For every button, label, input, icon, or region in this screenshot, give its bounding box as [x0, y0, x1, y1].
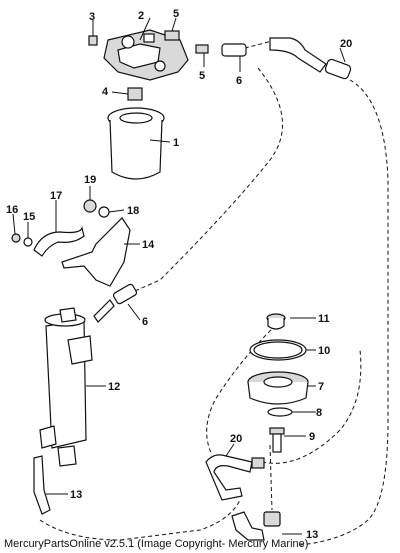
fitting-part-9	[269, 427, 306, 453]
callout-13-right: 13	[306, 529, 318, 541]
callout-17: 17	[50, 190, 62, 202]
hose-fitting-part-6-upper	[221, 43, 247, 72]
filter-bracket-part	[103, 17, 189, 81]
callout-6-middle: 6	[142, 316, 148, 328]
adapter-part-4	[111, 87, 143, 101]
hose-part-20-upper	[269, 37, 352, 80]
callout-15: 15	[23, 211, 35, 223]
nut-part-3	[88, 20, 98, 46]
fitting-part-5-upper	[164, 17, 180, 41]
seal-ring-part-10	[249, 339, 316, 361]
callout-10: 10	[318, 345, 330, 357]
callout-12: 12	[108, 381, 120, 393]
callout-8: 8	[316, 407, 322, 419]
callout-14: 14	[142, 239, 155, 251]
hose-part-13-left	[33, 455, 68, 515]
callout-6-upper: 6	[236, 75, 242, 87]
washer-part-18	[98, 206, 125, 218]
callout-9: 9	[309, 431, 315, 443]
callout-2: 2	[138, 10, 144, 22]
bracket-part-14	[61, 217, 140, 287]
o-ring-part-8	[267, 407, 316, 417]
callout-7: 7	[318, 381, 324, 393]
copyright-caption: MercuryPartsOnline v2.5.1 (Image Copyrig…	[4, 538, 309, 550]
housing-part-7	[247, 371, 316, 405]
cooler-part-12	[39, 307, 106, 467]
callout-5-upper: 5	[173, 8, 179, 20]
nut-part-19	[83, 186, 97, 213]
fitting-part-5-lower	[195, 44, 209, 67]
hose-part-20-lower	[205, 443, 265, 501]
callout-20-lower: 20	[230, 433, 242, 445]
hose-fitting-part-6-middle	[93, 283, 141, 323]
callout-20-upper: 20	[340, 38, 352, 50]
callout-4: 4	[102, 86, 109, 98]
cap-part-11	[266, 313, 316, 330]
callout-11: 11	[318, 313, 330, 325]
callout-16: 16	[6, 204, 18, 216]
callout-1: 1	[173, 137, 179, 149]
callout-18: 18	[127, 205, 139, 217]
washer-part-15	[23, 222, 33, 247]
fuel-filter-part-1	[107, 107, 171, 180]
clamp-part-17	[33, 200, 85, 257]
callout-5-lower: 5	[199, 70, 205, 82]
hose-part-13-right	[231, 511, 302, 541]
callout-3: 3	[89, 11, 95, 23]
callout-13-left: 13	[70, 489, 82, 501]
callout-labels: 1 2 3 4 5 5 6 6 7 8 9 10 11 12 13 13 14 …	[6, 8, 352, 541]
callout-19: 19	[84, 174, 96, 186]
nut-part-16	[11, 213, 21, 243]
